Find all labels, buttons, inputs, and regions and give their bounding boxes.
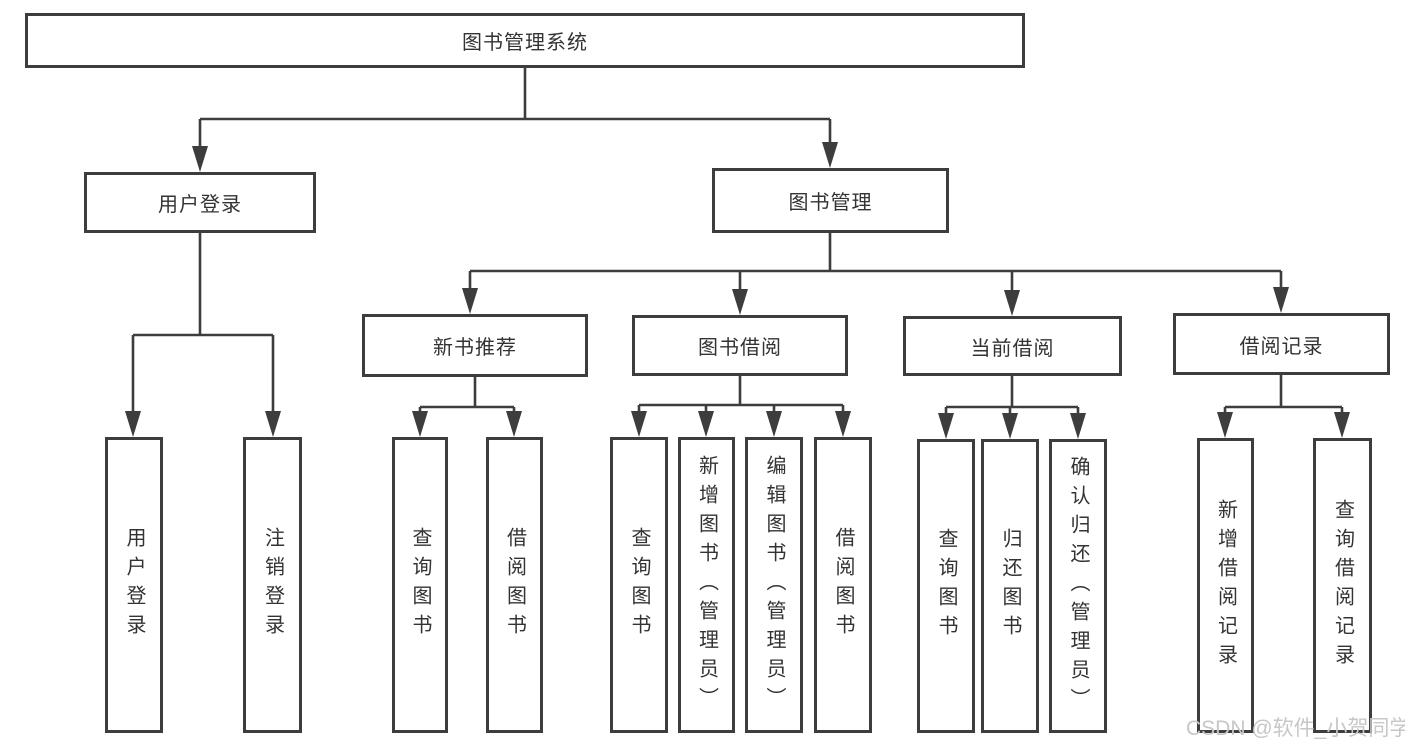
node-new-books-label: 新书推荐: [433, 337, 517, 359]
connector-new-books-children: [412, 377, 522, 437]
leaf-newbooks-query: 查询图书: [392, 437, 448, 733]
node-borrow-records-label: 借阅记录: [1239, 335, 1324, 358]
node-book-mgmt: 图书管理: [712, 168, 949, 233]
leaf-borrow-edit-book-label: 编辑图书（管理员）: [763, 454, 785, 716]
connector-book-borrow-children: [631, 376, 851, 437]
leaf-current-query: 查询图书: [917, 439, 975, 733]
node-current-borrow: 当前借阅: [903, 316, 1122, 376]
node-current-borrow-label: 当前借阅: [970, 337, 1055, 360]
connector-user-login-children: [125, 233, 281, 437]
connector-root-to-level2: [192, 68, 838, 172]
csdn-watermark: CSDN @软件_小贺同学: [1186, 717, 1405, 740]
leaf-borrow-add-book: 新增图书（管理员）: [678, 437, 735, 733]
node-system-root-label: 图书管理系统: [462, 32, 588, 54]
node-book-mgmt-label: 图书管理: [788, 192, 873, 214]
leaf-borrow-borrow-book-label: 借阅图书: [832, 527, 854, 643]
node-borrow-records: 借阅记录: [1173, 313, 1390, 375]
leaf-logout: 注销登录: [243, 437, 302, 733]
connector-current-borrow-children: [938, 376, 1086, 439]
leaf-newbooks-query-label: 查询图书: [409, 527, 431, 643]
leaf-records-query-label: 查询借阅记录: [1331, 498, 1354, 673]
node-book-borrow: 图书借阅: [632, 315, 848, 376]
node-system-root: 图书管理系统: [25, 13, 1025, 68]
leaf-current-confirm-return: 确认归还（管理员）: [1049, 439, 1107, 733]
node-book-borrow-label: 图书借阅: [698, 337, 782, 359]
leaf-user-login-label: 用户登录: [123, 527, 145, 643]
leaf-borrow-add-book-label: 新增图书（管理员）: [695, 454, 718, 716]
leaf-records-query: 查询借阅记录: [1313, 438, 1372, 733]
leaf-current-query-label: 查询图书: [935, 528, 957, 644]
leaf-current-return-label: 归还图书: [999, 528, 1021, 644]
node-new-books: 新书推荐: [362, 314, 588, 377]
connector-borrow-records-children: [1217, 375, 1350, 438]
connector-book-mgmt-children: [462, 233, 1289, 316]
leaf-borrow-edit-book: 编辑图书（管理员）: [745, 437, 803, 733]
leaf-user-login: 用户登录: [105, 437, 163, 733]
leaf-newbooks-borrow: 借阅图书: [486, 437, 543, 733]
leaf-current-return: 归还图书: [981, 439, 1039, 733]
node-user-login: 用户登录: [84, 172, 316, 233]
node-user-login-label: 用户登录: [158, 194, 242, 216]
leaf-newbooks-borrow-label: 借阅图书: [503, 527, 526, 643]
leaf-borrow-query-label: 查询图书: [628, 527, 650, 643]
leaf-borrow-borrow-book: 借阅图书: [814, 437, 872, 733]
leaf-records-add-label: 新增借阅记录: [1214, 498, 1237, 673]
leaf-records-add: 新增借阅记录: [1197, 438, 1254, 733]
leaf-borrow-query: 查询图书: [610, 437, 668, 733]
leaf-current-confirm-return-label: 确认归还（管理员）: [1067, 455, 1089, 717]
leaf-logout-label: 注销登录: [261, 527, 284, 643]
